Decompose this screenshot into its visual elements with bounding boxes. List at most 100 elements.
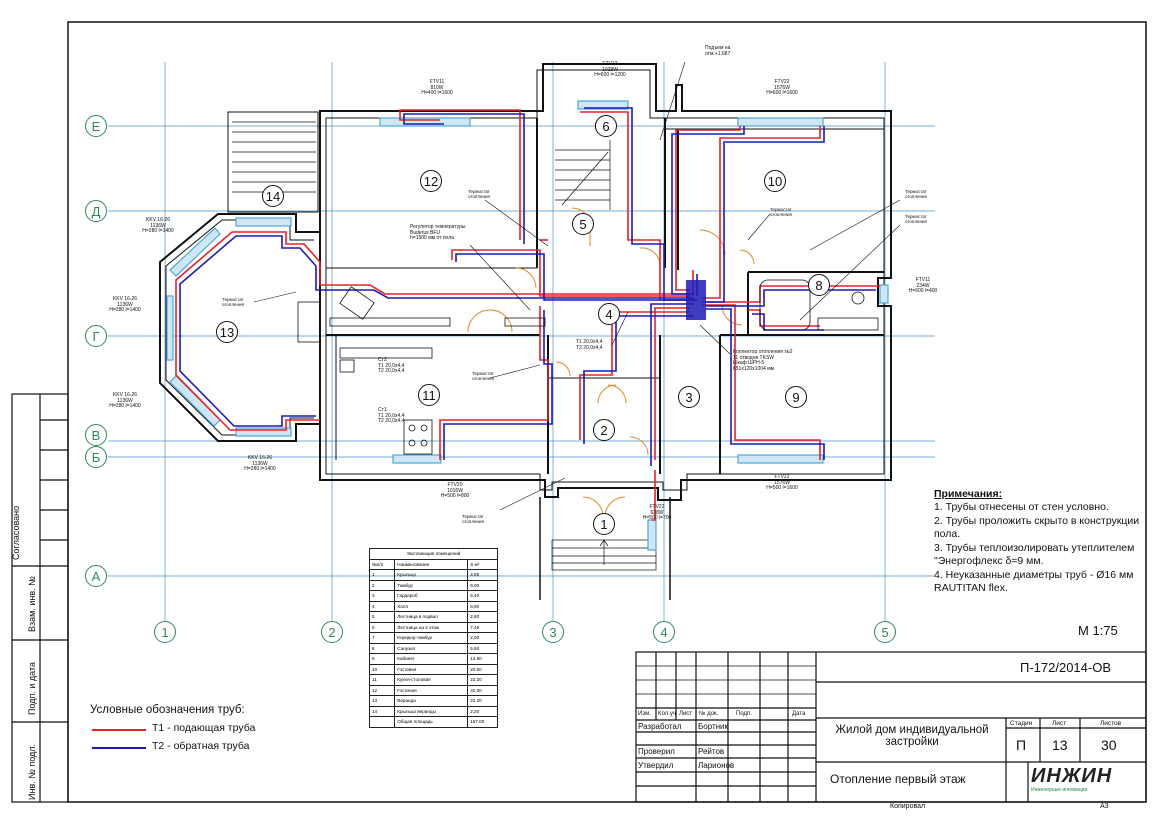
tb-role-developer: Разработал (638, 722, 682, 731)
tb-col-date: Дата (792, 711, 806, 717)
room-number-5: 5 (572, 213, 594, 235)
company-logo: ИНЖИН Инженерные инновации (1031, 765, 1111, 797)
logo-subtitle: Инженерные инновации (1031, 787, 1088, 793)
room-number-6: 6 (595, 115, 617, 137)
tb-name-checker: Рейтов (698, 747, 725, 756)
tb-name-developer: Бортник (698, 722, 729, 731)
room-number-4: 4 (598, 303, 620, 325)
axis-marker-row-g: Г (85, 325, 107, 347)
label-thermostat-living: Термостат отопления (468, 189, 490, 199)
side-stamp-sign-date: Подп. и дата (27, 661, 37, 715)
radiators (166, 100, 889, 551)
tb-col-doc: № док. (699, 711, 719, 717)
label-thermostat-kitchen: Термостат отопления (472, 371, 494, 381)
tb-format: А3 (1100, 803, 1109, 810)
tb-col-kol: Кол.уч (658, 711, 676, 717)
side-stamp-inv-repl: Взам. инв. № (27, 576, 37, 632)
scale-label: М 1:75 (1078, 623, 1118, 638)
label-thermostat-guest: Термостат отопления (770, 207, 792, 217)
room-number-10: 10 (764, 170, 786, 192)
axis-marker-row-e: Е (85, 115, 107, 137)
tb-sheet-label: Лист (1052, 720, 1067, 727)
tb-col-list: Лист (679, 711, 693, 717)
room-number-1: 1 (593, 513, 615, 535)
note-item: 4. Неуказанные диаметры труб - Ø16 мм RA… (934, 568, 1134, 595)
tb-sheets-label: Листов (1100, 720, 1122, 727)
axis-marker-col-5: 5 (874, 621, 896, 643)
label-thermostat-veranda: Термостат отопления (222, 297, 244, 307)
tb-sheet-title: Отопление первый этаж (830, 772, 966, 786)
room-number-13: 13 (216, 321, 238, 343)
note-item: 1. Трубы отнесены от стен условно. (934, 501, 1109, 514)
rooms-table-header: №п/п (368, 558, 396, 570)
rooms-table-title: Экспликация помещений (369, 548, 498, 560)
logo-text: ИНЖИН (1031, 765, 1113, 787)
note-item: 2. Трубы проложить скрыто в конструкции … (934, 514, 1140, 541)
tb-sheet: 13 (1052, 737, 1068, 753)
axis-marker-col-3: 3 (542, 621, 564, 643)
legend-supply-label: Т1 - подающая труба (152, 722, 256, 734)
room-number-2: 2 (593, 419, 615, 441)
return-pipes (179, 107, 876, 466)
label-thermostat-right1: Термостат отопления (905, 189, 927, 199)
notes-block: Примечания: 1. Трубы отнесены от стен ус… (922, 488, 1142, 596)
room-number-14: 14 (262, 185, 284, 207)
collector (686, 280, 706, 320)
notes-title: Примечания: (934, 488, 1003, 500)
tb-sheets: 30 (1101, 737, 1117, 753)
side-stamp-agreed: Согласовано (11, 505, 21, 560)
axis-marker-col-2: 2 (321, 621, 343, 643)
rooms-table: Экспликация помещений №п/п Наименование … (368, 548, 498, 728)
label-thermostat-right2: Термостат отопления (905, 214, 927, 224)
side-stamp-grid (11, 393, 69, 803)
tb-project: Жилой дом индивидуальной застройки (835, 724, 989, 748)
tb-name-approver: Ларионов (698, 761, 735, 770)
axis-marker-row-a: А (85, 565, 107, 587)
rooms-table-header: Наименование (394, 558, 469, 570)
sheet-frame (67, 21, 1147, 803)
rooms-table-header: S м² (467, 558, 498, 570)
legend-title: Условные обозначения труб: (90, 704, 245, 716)
tb-role-checker: Проверил (638, 747, 675, 756)
note-item: 3. Трубы теплоизолировать утеплителем "Э… (934, 541, 1135, 568)
tb-role-approver: Утвердил (638, 761, 674, 770)
fixtures (297, 279, 879, 455)
axis-marker-row-v: В (85, 424, 107, 446)
room-number-8: 8 (808, 274, 830, 296)
tb-col-sign: Подп. (736, 711, 752, 717)
legend-return-label: Т2 - обратная труба (152, 740, 250, 752)
tb-stage-label: Стадия (1010, 720, 1033, 727)
stairs (232, 121, 671, 600)
room-number-12: 12 (420, 170, 442, 192)
tb-col-izm: Изм. (638, 711, 651, 717)
doc-code: П-172/2014-ОВ (1020, 660, 1112, 675)
